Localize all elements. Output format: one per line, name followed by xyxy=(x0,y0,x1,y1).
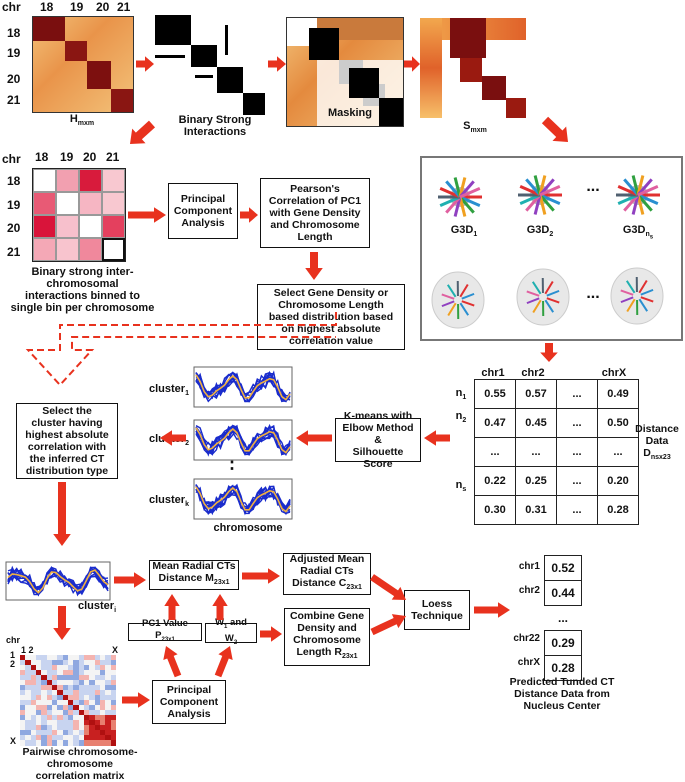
arrow-shape xyxy=(212,594,227,620)
arrow-shape xyxy=(160,430,186,445)
dashed-hollow-arrow xyxy=(28,312,336,385)
flow-arrow xyxy=(242,568,280,583)
arrow-shape xyxy=(159,643,185,679)
flow-arrow xyxy=(136,56,154,71)
arrow-shape xyxy=(540,343,558,362)
flow-arrow xyxy=(474,602,510,617)
arrow-shape xyxy=(114,572,146,587)
arrow-shape xyxy=(128,207,166,222)
arrow-shape xyxy=(296,430,332,445)
arrow-shape xyxy=(242,568,280,583)
arrow-shape xyxy=(53,482,71,546)
flow-arrow xyxy=(268,56,286,71)
flow-arrow xyxy=(159,643,185,679)
arrow-shape xyxy=(369,609,410,639)
flow-arrow xyxy=(211,643,237,679)
flow-arrow xyxy=(404,56,420,71)
arrow-shape xyxy=(474,602,510,617)
arrow-shape xyxy=(122,692,150,707)
flow-arrow xyxy=(240,207,258,222)
flow-arrow xyxy=(123,117,158,152)
arrow-shape xyxy=(240,207,258,222)
arrow-shape xyxy=(305,252,323,280)
arrow-shape xyxy=(164,594,179,620)
flow-arrow xyxy=(260,626,282,641)
flow-arrow xyxy=(53,606,71,640)
flow-arrow xyxy=(538,113,575,149)
flow-arrow xyxy=(305,252,323,280)
flow-arrow xyxy=(128,207,166,222)
flow-arrow xyxy=(540,343,558,362)
flow-arrow xyxy=(160,430,186,445)
arrow-shape xyxy=(260,626,282,641)
flow-arrow xyxy=(53,482,71,546)
flow-arrow xyxy=(164,594,179,620)
flow-arrow xyxy=(424,430,450,445)
arrow-shape xyxy=(211,643,237,679)
flow-arrow xyxy=(212,594,227,620)
flow-arrow xyxy=(368,571,411,607)
arrow-shape xyxy=(136,56,154,71)
arrow-shape xyxy=(123,117,158,152)
arrow-shape xyxy=(424,430,450,445)
arrow-shape xyxy=(53,606,71,640)
flow-arrow xyxy=(296,430,332,445)
arrow-shape xyxy=(404,56,420,71)
arrow-shape xyxy=(538,113,575,149)
arrow-shape xyxy=(268,56,286,71)
flow-arrow xyxy=(369,609,410,639)
arrow-shape xyxy=(368,571,411,607)
flow-arrow xyxy=(122,692,150,707)
flow-arrow xyxy=(114,572,146,587)
